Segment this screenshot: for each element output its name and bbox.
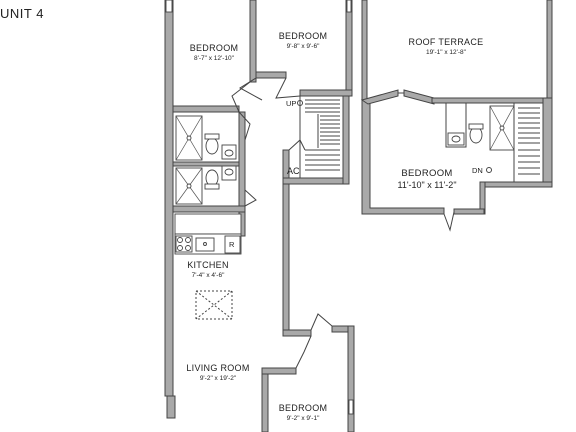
- bathroom-upper: [175, 115, 237, 161]
- bedroom-bottom-wall: [255, 71, 287, 79]
- door-swing: [231, 81, 251, 113]
- partition-wall: [249, 0, 257, 83]
- room-name: ROOF TERRACE: [408, 37, 484, 47]
- stair-down-label: DN: [472, 166, 483, 175]
- upper-bottom-wall: [483, 181, 553, 188]
- room-label-living-room: LIVING ROOM 9'-2" x 19'-2": [178, 363, 258, 383]
- door-swing: [288, 139, 306, 151]
- door-swing: [244, 189, 257, 207]
- stair-up-label: UP: [286, 99, 297, 108]
- room-label-bedroom-left: BEDROOM 8'-7" x 12'-10": [178, 43, 250, 63]
- bedroom-right-wall: [347, 325, 355, 432]
- upper-stair: [513, 102, 544, 183]
- upper-bath-top-wall: [431, 97, 549, 104]
- room-name: KITCHEN: [187, 260, 229, 270]
- upper-bedroom-wall: [361, 99, 445, 215]
- refrigerator-label: R: [229, 240, 235, 249]
- bathroom-wall: [238, 111, 246, 237]
- room-name: BEDROOM: [278, 403, 328, 413]
- dn-indicator: [486, 167, 492, 173]
- upper-bedroom-wall: [403, 89, 435, 105]
- room-label-bedroom-upper: BEDROOM 11'-10" x 11'-2": [382, 168, 472, 191]
- toilet-tank: [468, 123, 484, 130]
- room-dimensions: 7'-4" x 4'-6": [191, 271, 225, 279]
- bathroom-bottom-wall: [172, 205, 246, 213]
- ac-label: AC: [287, 166, 300, 176]
- door-swing: [239, 77, 263, 101]
- upper-bedroom-wall: [360, 89, 399, 105]
- left-exterior-wall: [164, 0, 174, 397]
- terrace-left-rail: [361, 0, 368, 101]
- upper-level: [360, 0, 553, 232]
- bedroom-left-wall: [261, 367, 269, 432]
- window: [165, 0, 173, 13]
- room-name: BEDROOM: [401, 168, 453, 179]
- unit-title: UNIT 4: [0, 6, 44, 21]
- room-dimensions: 9'-8" x 9'-6": [286, 42, 320, 50]
- drain: [186, 183, 192, 189]
- room-dimensions: 9'-2" x 9'-1": [286, 414, 320, 422]
- bedroom-top-wall: [261, 367, 297, 375]
- door-swing: [275, 77, 301, 99]
- door-swing: [238, 111, 251, 141]
- room-dimensions: 8'-7" x 12'-10": [194, 54, 234, 62]
- room-name: LIVING ROOM: [186, 363, 250, 373]
- room-name: BEDROOM: [278, 31, 328, 41]
- room-label-roof-terrace: ROOF TERRACE 19'-1" x 12'-8": [405, 37, 487, 57]
- bedroom-bottom-wall: [299, 89, 353, 97]
- toilet-tank: [204, 183, 220, 190]
- terrace-right-rail: [546, 0, 553, 101]
- toilet-tank: [204, 133, 220, 140]
- toilet: [205, 137, 219, 155]
- up-indicator: [297, 100, 303, 106]
- upper-bath-partition: [445, 102, 467, 148]
- room-dimensions: 19'-1" x 12'-8": [426, 48, 466, 56]
- door-swing: [443, 211, 455, 232]
- room-dimensions: 9'-2" x 19'-2": [199, 374, 237, 382]
- window: [348, 399, 354, 415]
- kitchen-counter: [174, 233, 242, 255]
- bathroom-divider: [172, 161, 240, 167]
- upper-right-wall: [542, 97, 553, 187]
- bedroom-bottom-wall: [172, 105, 240, 113]
- door-swing: [310, 313, 333, 331]
- room-label-bedroom-bottom: BEDROOM 9'-2" x 9'-1": [270, 403, 336, 423]
- main-unit-walls: [164, 0, 355, 432]
- drain: [186, 135, 192, 141]
- room-dimensions: 11'-10" x 11'-2": [397, 180, 457, 191]
- door-swings: [231, 77, 333, 369]
- closet: [174, 213, 242, 235]
- window: [346, 0, 352, 13]
- stair-bottom-wall: [282, 177, 344, 185]
- bedroom-top-wall: [282, 329, 312, 337]
- refrigerator: [224, 235, 241, 254]
- bathroom-lower: [175, 165, 237, 205]
- stair-right-wall: [342, 95, 350, 185]
- partition-wall: [345, 0, 353, 97]
- stair-outline: [299, 95, 344, 179]
- room-name: BEDROOM: [189, 43, 239, 53]
- upper-bottom-wall: [453, 208, 485, 215]
- sink-basin: [224, 149, 234, 157]
- room-label-kitchen: KITCHEN 7'-4" x 4'-6": [176, 260, 240, 280]
- door-swing: [295, 335, 312, 369]
- sink-basin: [224, 168, 234, 176]
- left-exterior-wall-lower: [166, 395, 176, 419]
- skylight: [195, 290, 233, 320]
- stairs-main: [297, 95, 344, 179]
- room-label-bedroom-middle: BEDROOM 9'-8" x 9'-6": [270, 31, 336, 51]
